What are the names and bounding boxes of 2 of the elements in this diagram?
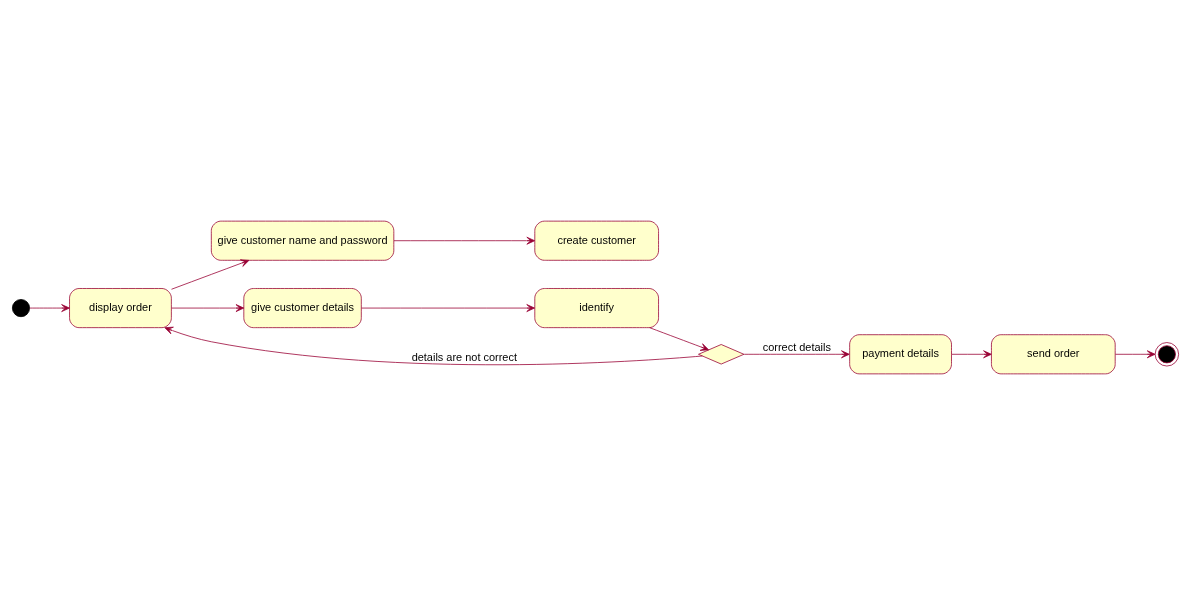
edge-label: correct details [762,340,831,353]
edge-label: details are not correct [411,350,517,363]
